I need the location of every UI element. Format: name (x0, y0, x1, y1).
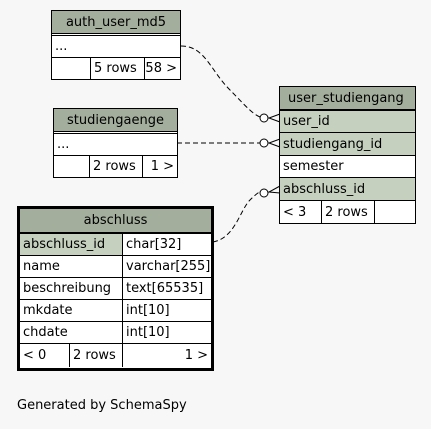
column-name: name (23, 259, 60, 274)
footer-children: 58 > (144, 58, 180, 79)
column-name: abschluss_id (283, 181, 366, 197)
column-type: varchar[255] (122, 256, 211, 277)
column-name: semester (283, 159, 344, 174)
table-row: ... (54, 133, 177, 154)
column-name: chdate (23, 325, 68, 340)
table-footer: < 3 2 rows (280, 200, 415, 223)
table-footer: < 0 2 rows 1 > (20, 343, 211, 367)
optional-marker (259, 113, 269, 123)
generated-by-note: Generated by SchemaSpy (17, 398, 187, 413)
crowfoot-marker (267, 138, 281, 148)
elided-columns: ... (55, 38, 68, 54)
table-footer: 2 rows 1 > (54, 155, 177, 177)
column-name: mkdate (23, 303, 73, 318)
table-row: name varchar[255] (20, 255, 211, 277)
edge-auth-user-to-user-id (180, 45, 266, 119)
column-name: user_id (283, 114, 330, 129)
table-name: studiengaenge (67, 112, 164, 128)
footer-row-count: 2 rows (321, 201, 374, 223)
table-row: semester (280, 155, 415, 177)
footer-row-count: 2 rows (69, 344, 122, 367)
table-header[interactable]: auth_user_md5 (52, 11, 180, 34)
column-type: int[10] (122, 322, 211, 343)
crowfoot-marker (267, 113, 281, 123)
column-type: int[10] (122, 300, 211, 321)
edge-abschluss-to-abschluss-id (212, 189, 266, 243)
footer-children: 1 > (142, 156, 177, 177)
optional-marker (259, 188, 269, 198)
column-name: beschreibung (23, 281, 112, 296)
column-name: abschluss_id (23, 237, 106, 252)
table-name: abschluss (83, 213, 148, 228)
table-header[interactable]: abschluss (20, 209, 211, 233)
table-studiengaenge[interactable]: studiengaenge ... 2 rows 1 > (53, 108, 178, 178)
elided-columns: ... (57, 136, 70, 152)
footer-children: 1 > (122, 344, 211, 367)
column-type: text[65535] (122, 278, 211, 299)
footer-children (374, 201, 415, 223)
table-row: abschluss_id char[32] (20, 233, 211, 255)
table-row: beschreibung text[65535] (20, 277, 211, 299)
table-name: user_studiengang (288, 90, 404, 106)
table-name: auth_user_md5 (65, 14, 167, 30)
table-user-studiengang[interactable]: user_studiengang user_id studiengang_id … (279, 86, 416, 224)
table-row: mkdate int[10] (20, 299, 211, 321)
table-abschluss[interactable]: abschluss abschluss_id char[32] name var… (17, 206, 214, 371)
footer-row-count: 2 rows (89, 156, 142, 177)
table-row: studiengang_id (280, 132, 415, 155)
footer-parents (54, 156, 89, 177)
table-footer: 5 rows 58 > (52, 57, 180, 79)
footer-row-count: 5 rows (90, 58, 144, 79)
column-name: studiengang_id (283, 136, 383, 152)
table-row: user_id (280, 110, 415, 132)
table-header[interactable]: studiengaenge (54, 109, 177, 132)
footer-parents (52, 58, 90, 79)
footer-parents: < 0 (23, 348, 47, 363)
column-type: char[32] (122, 234, 211, 255)
footer-parents: < 3 (283, 204, 307, 220)
optional-marker (259, 138, 269, 148)
table-row: abschluss_id (280, 177, 415, 200)
table-auth-user-md5[interactable]: auth_user_md5 ... 5 rows 58 > (51, 10, 181, 80)
table-header[interactable]: user_studiengang (280, 87, 415, 110)
table-row: ... (52, 35, 180, 56)
table-row: chdate int[10] (20, 321, 211, 343)
crowfoot-marker (267, 185, 281, 194)
